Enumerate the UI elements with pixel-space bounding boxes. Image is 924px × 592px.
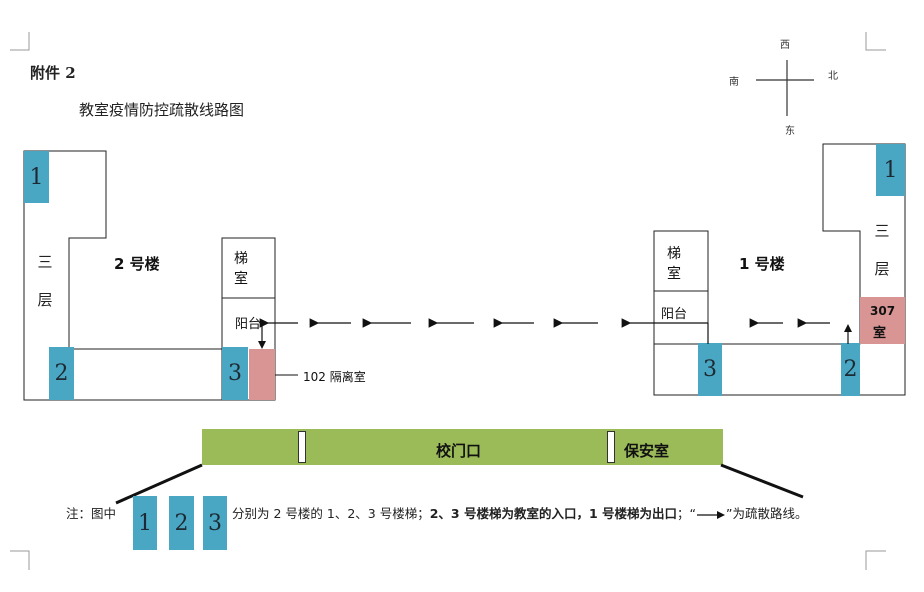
school-gate-label: 校门口: [436, 442, 482, 460]
isolation-room-label: 102 隔离室: [303, 370, 366, 384]
building2-stair-room-1: 梯: [234, 251, 248, 267]
page-title: 教室疫情防控疏散线路图: [79, 101, 245, 119]
guard-room-label: 保安室: [624, 442, 670, 460]
note-stair-2: 2: [169, 496, 194, 550]
building2-floor-label-1: 三: [37, 253, 53, 271]
note-text-d: ”为疏散路线。: [726, 506, 808, 521]
building1-stair-room-1: 梯: [667, 246, 681, 262]
building1-stair-1: 1: [876, 144, 905, 196]
room-307-suffix: 室: [873, 326, 887, 341]
building2-floor-label-2: 层: [37, 291, 53, 309]
building1-balcony: 阳台: [661, 307, 688, 322]
annex-label: 附件 2: [30, 64, 76, 82]
building1-stair-room-2: 室: [667, 266, 681, 282]
compass-cross-icon: [756, 60, 814, 116]
gate-post-left: [298, 431, 306, 463]
note-stair-1: 1: [133, 496, 157, 550]
note-prefix: 注：图中: [66, 506, 117, 521]
room-307-block: [860, 297, 905, 344]
compass-south: 南: [729, 77, 739, 88]
note-text-a: 分别为 2 号楼的 1、2、3 号楼梯；: [232, 506, 430, 521]
building2-stair-1: 1: [24, 151, 49, 203]
building1-floor-label-1: 三: [874, 222, 890, 240]
compass-east: 东: [785, 126, 795, 137]
note-text: 分别为 2 号楼的 1、2、3 号楼梯；2、3 号楼梯为教室的入口，1 号楼梯为…: [232, 503, 808, 522]
room-307-number: 307: [870, 304, 896, 318]
compass-west: 西: [780, 40, 790, 51]
school-gate-bar: [202, 429, 723, 465]
note-text-bold: 2、3 号楼梯为教室的入口，1 号楼梯为出口: [429, 506, 678, 521]
building2-stair-3: 3: [222, 347, 248, 400]
building1-stair-2: 2: [841, 343, 860, 396]
building1-floor-label-2: 层: [874, 260, 890, 278]
building2-balcony: 阳台: [235, 317, 262, 332]
building2-stair-2: 2: [49, 347, 74, 400]
building1-name: 1 号楼: [739, 255, 785, 273]
isolation-room-block: [249, 349, 275, 400]
route-arrow-icon: [697, 510, 726, 519]
gate-post-right: [607, 431, 615, 463]
building2-stair-room-2: 室: [234, 271, 248, 287]
building1-stair-3: 3: [698, 343, 722, 396]
note-stair-3: 3: [203, 496, 227, 550]
compass-north: 北: [828, 71, 838, 82]
building2-name: 2 号楼: [114, 255, 160, 273]
note-text-c: ；“: [677, 506, 697, 521]
